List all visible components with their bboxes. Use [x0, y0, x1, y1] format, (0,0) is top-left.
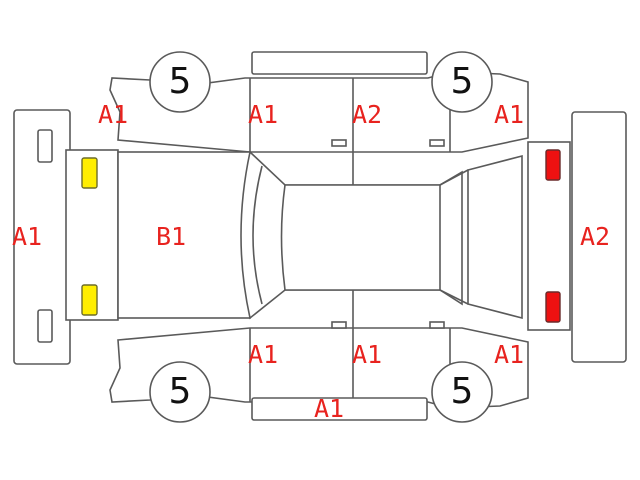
wheel-front-right: [149, 361, 211, 423]
wheel-front-right-number: 5: [168, 371, 192, 412]
taillight-right: [545, 291, 561, 323]
headlight-left: [81, 157, 98, 189]
wheel-rear-left: [431, 51, 493, 113]
wheel-rear-left-number: 5: [450, 61, 474, 102]
right-rear-door-handle: [331, 321, 347, 329]
label-rear-bumper: A2: [580, 222, 611, 251]
label-front-left-fender: A1: [98, 100, 129, 129]
wheel-front-left: [149, 51, 211, 113]
wheel-front-left-number: 5: [168, 61, 192, 102]
hood: [117, 151, 251, 319]
label-front-right-door: A1: [248, 340, 279, 369]
left-roof-strip: [251, 51, 428, 75]
headlight-right: [81, 284, 98, 316]
label-rear-left-quarter: A1: [494, 100, 525, 129]
right-roof-strip: [251, 397, 428, 421]
front-bumper-right-lamp: [37, 309, 53, 343]
label-rear-right-door: A1: [352, 340, 383, 369]
label-front-left-door: A1: [248, 100, 279, 129]
taillight-left: [545, 149, 561, 181]
left-front-door-handle: [429, 139, 445, 147]
wheel-rear-right-number: 5: [450, 371, 474, 412]
label-right-rocker: A1: [314, 394, 345, 423]
roof: [280, 184, 441, 291]
wheel-rear-right: [431, 361, 493, 423]
rear-bumper: [571, 111, 627, 363]
left-rear-door-handle: [331, 139, 347, 147]
right-front-door-handle: [429, 321, 445, 329]
label-hood: B1: [156, 222, 187, 251]
label-rear-right-quarter: A1: [494, 340, 525, 369]
rear-window: [467, 154, 523, 320]
front-bumper-left-lamp: [37, 129, 53, 163]
label-front-bumper: A1: [12, 222, 43, 251]
label-rear-left-door: A2: [352, 100, 383, 129]
